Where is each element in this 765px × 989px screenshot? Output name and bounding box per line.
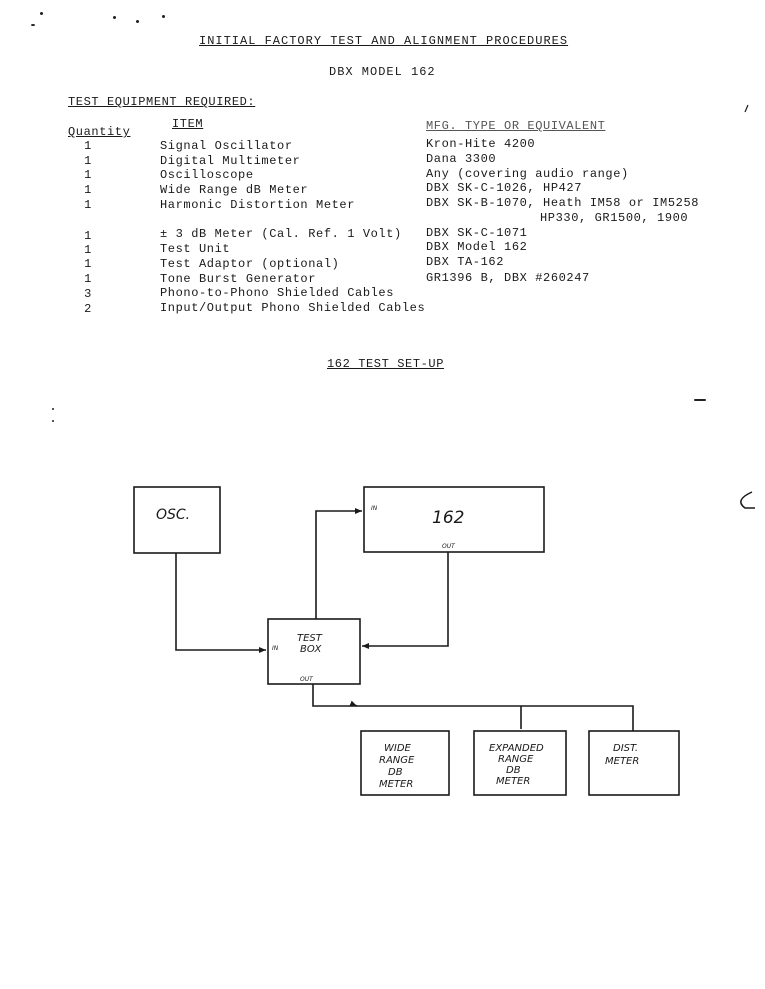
equipment-mfg-continued: HP330, GR1500, 1900	[540, 211, 689, 225]
scan-speck	[162, 15, 165, 18]
equipment-item: Harmonic Distortion Meter	[160, 198, 356, 212]
expanded-range-db-meter-box	[473, 730, 567, 796]
column-header-mfg: MFG. TYPE OR EQUIVALENT	[426, 119, 606, 133]
document-title: INITIAL FACTORY TEST AND ALIGNMENT PROCE…	[199, 34, 569, 48]
equipment-item: Signal Oscillator	[160, 139, 293, 153]
expanded-label-3: DB	[506, 765, 521, 776]
equipment-qty: 1	[84, 139, 92, 153]
equipment-item: Test Unit	[160, 242, 231, 256]
equipment-item: Oscilloscope	[160, 168, 254, 182]
scan-speck	[52, 420, 54, 422]
equipment-qty: 3	[84, 287, 92, 301]
equipment-mfg: Dana 3300	[426, 152, 497, 166]
equipment-item: Wide Range dB Meter	[160, 183, 309, 197]
equipment-mfg: Any (covering audio range)	[426, 167, 629, 181]
wide-range-label-3: DB	[388, 767, 403, 778]
wide-range-label-1: WIDE	[384, 743, 412, 754]
oscillator-box	[133, 486, 221, 554]
testbox-output-bus	[312, 684, 634, 731]
equipment-qty: 1	[84, 154, 92, 168]
testbox-label-line1: TEST	[297, 633, 323, 644]
scan-speck	[31, 24, 35, 26]
hole-punch-mark	[740, 491, 755, 509]
margin-mark	[744, 104, 749, 113]
model-heading: DBX MODEL 162	[329, 65, 436, 79]
unit-162-box	[363, 486, 545, 553]
testbox-label-line2: BOX	[300, 644, 322, 655]
equipment-mfg: DBX SK-B-1070, Heath IM58 or IM5258	[426, 196, 700, 210]
unit-162-label: 162	[432, 508, 464, 528]
dist-meter-label-2: METER	[605, 756, 639, 767]
scan-speck	[113, 16, 116, 19]
equipment-heading: TEST EQUIPMENT REQUIRED:	[68, 95, 256, 109]
equipment-mfg: DBX SK-C-1071	[426, 226, 528, 240]
equipment-qty: 1	[84, 198, 92, 212]
setup-heading: 162 TEST SET-UP	[327, 357, 445, 371]
equipment-mfg: DBX SK-C-1026, HP427	[426, 181, 583, 195]
scan-speck	[694, 399, 706, 401]
column-header-item: ITEM	[172, 117, 204, 131]
testbox-out-label: OUT	[300, 676, 314, 683]
equipment-qty: 1	[84, 257, 92, 271]
equipment-item: Test Adaptor (optional)	[160, 257, 340, 271]
equipment-item: ± 3 dB Meter (Cal. Ref. 1 Volt)	[160, 227, 402, 241]
equipment-item: Phono-to-Phono Shielded Cables	[160, 286, 395, 300]
osc-label: OSC.	[156, 507, 190, 523]
test-box	[267, 618, 361, 685]
testbox-in-label: IN	[272, 645, 279, 652]
expanded-label-1: EXPANDED	[489, 743, 544, 754]
equipment-item: Input/Output Phono Shielded Cables	[160, 301, 426, 315]
scan-speck	[136, 20, 139, 23]
expanded-label-4: METER	[496, 776, 530, 787]
expanded-label-2: RANGE	[498, 754, 534, 765]
equipment-mfg: DBX TA-162	[426, 255, 505, 269]
equipment-qty: 1	[84, 243, 92, 257]
wide-range-db-meter-box	[360, 730, 450, 796]
equipment-qty: 1	[84, 229, 92, 243]
equipment-item: Digital Multimeter	[160, 154, 301, 168]
scan-speck	[52, 408, 54, 410]
testbox-to-162-wire	[315, 508, 362, 619]
equipment-qty: 1	[84, 183, 92, 197]
equipment-qty: 1	[84, 168, 92, 182]
bus-to-wide-range-wire	[349, 700, 358, 707]
equipment-qty: 2	[84, 302, 92, 316]
osc-to-testbox-wire	[175, 553, 266, 653]
wide-range-label-2: RANGE	[379, 755, 415, 766]
equipment-item: Tone Burst Generator	[160, 272, 317, 286]
wide-range-label-4: METER	[379, 779, 413, 790]
distortion-meter-box	[588, 730, 680, 796]
162-to-testbox-wire	[362, 552, 449, 649]
dist-meter-label-1: DIST.	[613, 743, 638, 754]
equipment-mfg: Kron-Hite 4200	[426, 137, 536, 151]
column-header-quantity: Quantity	[68, 125, 131, 139]
equipment-qty: 1	[84, 272, 92, 286]
unit-162-in-label: IN	[371, 505, 378, 512]
equipment-mfg: GR1396 B, DBX #260247	[426, 271, 590, 285]
unit-162-out-label: OUT	[442, 543, 456, 550]
scan-speck	[40, 12, 43, 15]
equipment-mfg: DBX Model 162	[426, 240, 528, 254]
